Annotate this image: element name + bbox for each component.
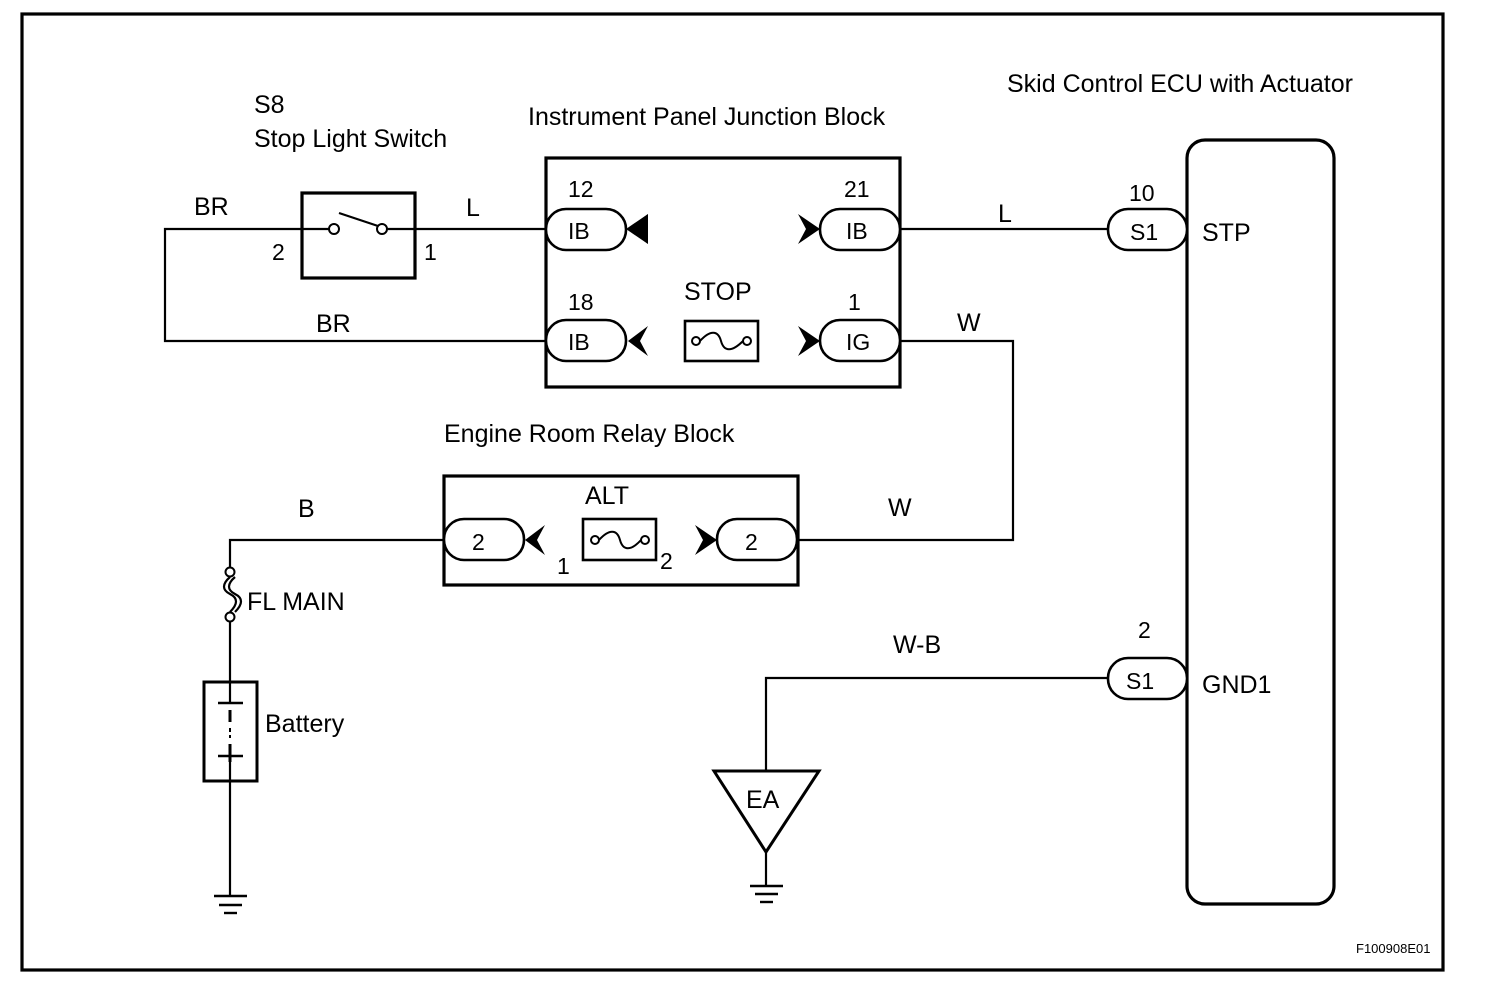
wire-label-w-bottom: W bbox=[888, 494, 912, 522]
ecu-box bbox=[1185, 138, 1336, 906]
ecu-connector-stp-label: S1 bbox=[1130, 219, 1158, 245]
ea-label: EA bbox=[746, 786, 780, 814]
connector-ig-1 bbox=[798, 318, 902, 363]
wire-label-br-top: BR bbox=[194, 193, 229, 221]
alt-fuse-icon bbox=[581, 517, 658, 562]
wire-label-wb: W-B bbox=[893, 631, 941, 659]
connector-ib-18-num: 18 bbox=[568, 289, 594, 315]
figure-id: F100908E01 bbox=[1356, 941, 1430, 956]
wire-label-br-bottom: BR bbox=[316, 310, 351, 338]
wire-label-w-top: W bbox=[957, 309, 981, 337]
errb-title: Engine Room Relay Block bbox=[444, 420, 735, 448]
stop-switch-pin-left: 2 bbox=[272, 239, 285, 265]
ecu-connector-gnd-num: 2 bbox=[1138, 617, 1151, 643]
wire-br bbox=[163, 227, 546, 343]
alt-fuse-label: ALT bbox=[585, 482, 629, 510]
ecu-connector-gnd-label: S1 bbox=[1126, 668, 1154, 694]
ecu-pin-stp: STP bbox=[1202, 219, 1251, 247]
connector-ig-1-label: IG bbox=[846, 329, 870, 355]
connector-ib-21 bbox=[798, 207, 902, 252]
battery-ground-icon bbox=[214, 894, 247, 915]
wire-label-b: B bbox=[298, 495, 315, 523]
connector-ig-1-num: 1 bbox=[848, 289, 861, 315]
stop-switch-name: Stop Light Switch bbox=[254, 125, 447, 153]
fl-main-label: FL MAIN bbox=[247, 588, 345, 616]
errb-connector-left bbox=[442, 517, 545, 562]
stop-switch-code: S8 bbox=[254, 91, 285, 119]
ecu-pin-gnd1: GND1 bbox=[1202, 671, 1271, 699]
wire-wb bbox=[764, 676, 1108, 771]
errb-connector-right-label: 2 bbox=[745, 529, 758, 555]
connector-ib-21-num: 21 bbox=[844, 176, 870, 202]
stop-fuse-icon bbox=[683, 319, 760, 363]
connector-ib-12-label: IB bbox=[568, 218, 590, 244]
errb-connector-right bbox=[695, 517, 799, 562]
ecu-connector-stp-num: 10 bbox=[1129, 180, 1155, 206]
connector-ib-18 bbox=[544, 318, 648, 363]
ecu-title: Skid Control ECU with Actuator bbox=[1007, 70, 1353, 98]
ea-ground-point-icon bbox=[711, 769, 822, 855]
ipjb-title: Instrument Panel Junction Block bbox=[528, 103, 886, 131]
errb-connector-left-label: 2 bbox=[472, 529, 485, 555]
battery-label: Battery bbox=[265, 710, 345, 738]
ea-ground-icon bbox=[750, 884, 783, 904]
alt-fuse-pin-right: 2 bbox=[660, 548, 673, 574]
diagram-frame bbox=[20, 12, 1445, 972]
connector-ib-12-num: 12 bbox=[568, 176, 594, 202]
connector-ib-12 bbox=[544, 207, 648, 252]
stop-fuse-label: STOP bbox=[684, 278, 752, 306]
stop-light-switch bbox=[300, 191, 417, 280]
connector-ib-18-label: IB bbox=[568, 329, 590, 355]
wire-label-l-right: L bbox=[998, 200, 1012, 228]
ecu-connector-stp bbox=[1106, 207, 1189, 252]
ecu-connector-gnd bbox=[1106, 656, 1189, 701]
wire-label-l-left: L bbox=[466, 194, 480, 222]
wire-b bbox=[228, 538, 444, 568]
alt-fuse-pin-left: 1 bbox=[557, 553, 570, 579]
battery-icon bbox=[202, 680, 259, 783]
wire-w bbox=[798, 339, 1015, 542]
fl-main-fusible-link-icon bbox=[222, 566, 243, 623]
stop-switch-pin-right: 1 bbox=[424, 239, 437, 265]
connector-ib-21-label: IB bbox=[846, 218, 868, 244]
